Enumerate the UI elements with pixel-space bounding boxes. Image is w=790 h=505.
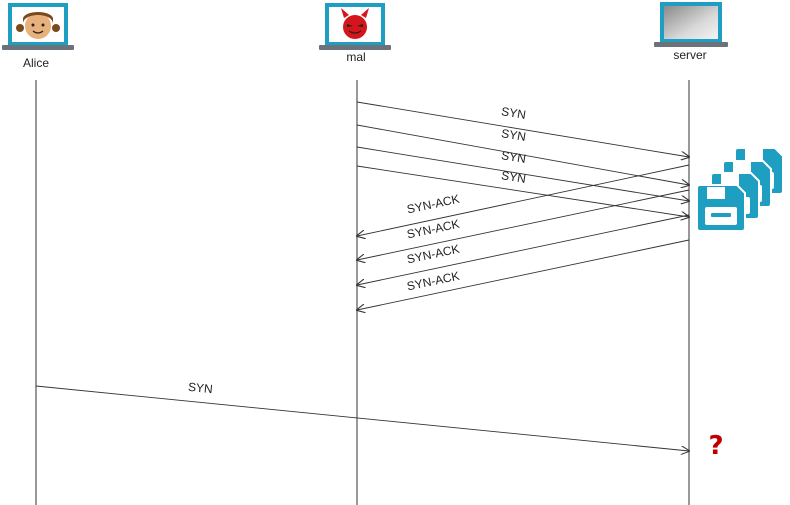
alice-label: Alice xyxy=(23,56,49,70)
syn-arrow-1 xyxy=(356,101,689,157)
alice-syn-arrow xyxy=(35,385,689,451)
question-mark: ? xyxy=(708,431,723,461)
alice-laptop-icon xyxy=(2,3,74,50)
syn-label-3: SYN xyxy=(500,148,527,166)
syn-flood-messages xyxy=(356,101,689,217)
syn-label-2: SYN xyxy=(500,126,527,144)
synack-arrow-4 xyxy=(357,239,690,310)
syn-arrow-2 xyxy=(356,124,689,185)
synack-label-1: SYN-ACK xyxy=(406,192,461,217)
synack-arrow-3 xyxy=(357,214,690,285)
mal-label: mal xyxy=(346,50,365,64)
synack-label-2: SYN-ACK xyxy=(406,217,461,242)
synack-messages xyxy=(357,164,690,310)
syn-arrow-4 xyxy=(356,165,689,217)
server-label: server xyxy=(673,48,706,62)
synack-label-3: SYN-ACK xyxy=(406,242,461,267)
alice-syn-label: SYN xyxy=(187,380,213,396)
syn-arrow-3 xyxy=(356,146,689,201)
syn-label-4: SYN xyxy=(500,168,527,186)
synack-arrow-1 xyxy=(357,164,690,236)
synack-arrow-2 xyxy=(357,189,690,260)
save-disk-stack-icon xyxy=(696,147,784,232)
mal-laptop-icon xyxy=(319,3,391,50)
syn-label-1: SYN xyxy=(500,104,527,122)
server-laptop-icon xyxy=(654,2,728,47)
